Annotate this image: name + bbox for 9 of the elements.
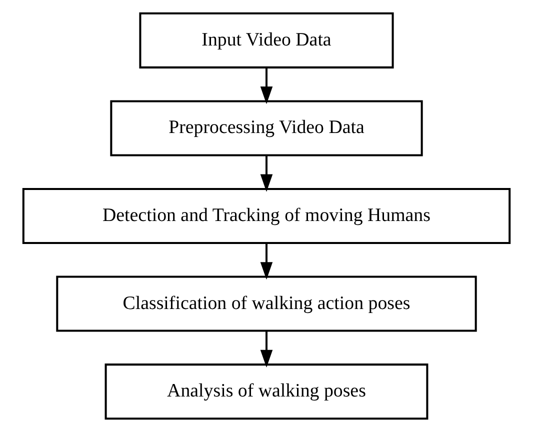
- node-box: Classification of walking action poses: [56, 276, 477, 332]
- node-box: Preprocessing Video Data: [110, 100, 423, 156]
- arrow: [260, 243, 273, 280]
- node-box: Analysis of walking poses: [104, 364, 428, 420]
- arrow: [260, 331, 273, 368]
- arrow: [260, 68, 273, 104]
- node-box: Input Video Data: [139, 12, 394, 68]
- node-box: Detection and Tracking of moving Humans: [22, 188, 511, 244]
- arrow: [260, 156, 273, 192]
